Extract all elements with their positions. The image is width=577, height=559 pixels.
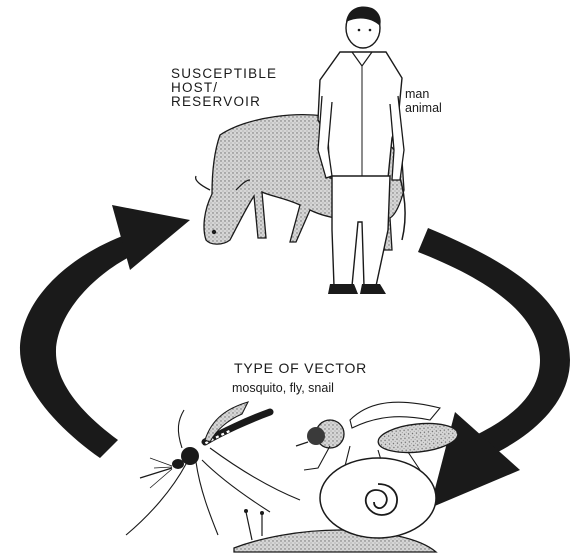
host-label-line-3: RESERVOIR xyxy=(171,95,277,109)
cycle-arrow-upper-left xyxy=(20,205,190,458)
mosquito-illustration xyxy=(126,402,300,535)
host-reservoir-label: SUSCEPTIBLE HOST/ RESERVOIR xyxy=(171,67,277,110)
man-illustration xyxy=(318,7,404,294)
vector-examples: mosquito, fly, snail xyxy=(232,382,334,395)
species-man: man xyxy=(405,87,442,101)
host-label-line-1: SUSCEPTIBLE xyxy=(171,67,277,81)
vector-type-title: TYPE OF VECTOR xyxy=(234,361,367,375)
cycle-arrow-right xyxy=(418,228,570,508)
snail-illustration xyxy=(234,458,436,552)
species-animal: animal xyxy=(405,101,442,115)
host-species-list: man animal xyxy=(405,87,442,116)
host-label-line-2: HOST/ xyxy=(171,81,277,95)
